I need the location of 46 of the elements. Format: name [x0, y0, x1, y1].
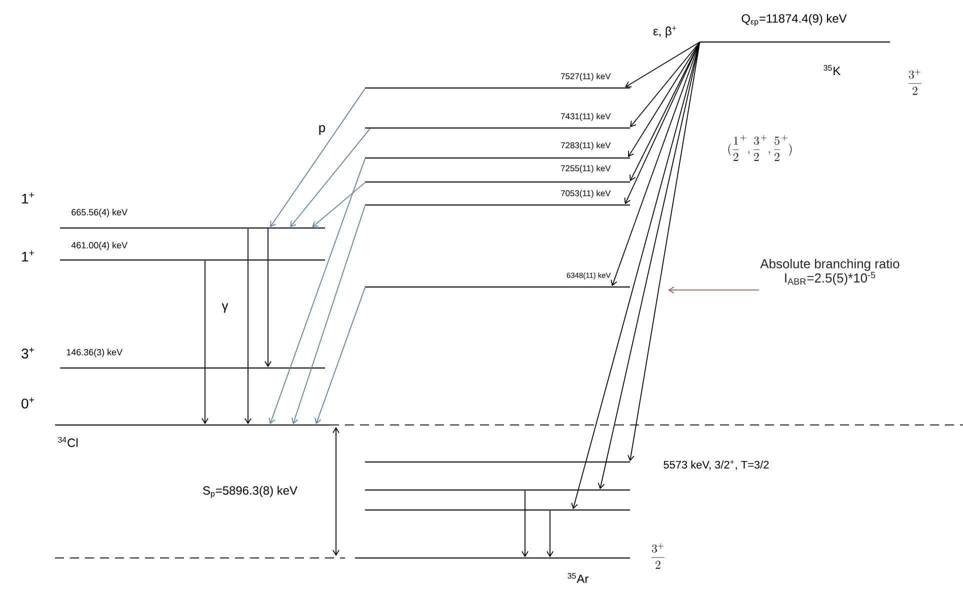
- level-energy-label: 665.56(4) keV: [72, 208, 128, 218]
- arrow: [628, 42, 700, 462]
- arrow: [314, 287, 366, 424]
- level-energy-label: 146.36(3) keV: [66, 348, 122, 358]
- arrow: [546, 510, 554, 558]
- arrow: [268, 158, 366, 424]
- arrow: [571, 42, 700, 510]
- arrow: [630, 42, 700, 182]
- arrow: [630, 42, 700, 128]
- level-energy-label: 7283(11) keV: [561, 142, 611, 150]
- nucleus-label: $^{34}$Cl: [58, 436, 78, 447]
- arrow: [292, 205, 366, 424]
- level-energy-label: 7255(11) keV: [561, 165, 611, 173]
- level-energy-label: Q$_{εp}$=11874.4(9) keV: [742, 14, 847, 26]
- arrow: [264, 228, 272, 368]
- arrow: [244, 228, 252, 424]
- arrow: [270, 88, 366, 228]
- spin-label: $\frac{3^{+}}{2}$: [908, 69, 922, 95]
- arrow: [628, 42, 700, 158]
- annotation-text: Absolute branching ratio I$_{ABR}$=2.5(5)*10$^{-5}$: [760, 258, 900, 286]
- level-energy-label: 7431(11) keV: [561, 113, 611, 121]
- decay-mode-label: ε, β$^{+}$: [653, 26, 676, 38]
- spin-label: 0$^{+}$: [22, 398, 34, 408]
- spin-label: 1$^{+}$: [22, 250, 34, 262]
- particle-label: p: [319, 125, 326, 135]
- arrow: [312, 182, 366, 228]
- nucleus-label: $^{35}$K: [824, 65, 841, 75]
- arrow: [202, 260, 208, 424]
- level-energy-label: 461.00(4) keV: [71, 242, 128, 250]
- spin-label: 3$^{+}$: [22, 348, 34, 358]
- spin-label: $\frac{3^{+}}{2}$: [652, 543, 664, 569]
- spin-label: 1$^{+}$: [22, 192, 34, 204]
- arrow: [668, 286, 760, 294]
- spin-label: $(\frac{1}{2}^{+},\frac{3}{2}^{+},\frac{5}{2}^{+})$: [728, 135, 792, 161]
- arrow: [522, 490, 528, 558]
- arrow: [290, 128, 370, 228]
- threshold-label: S$_{p}$=5896.3(8) keV: [203, 486, 298, 498]
- arrow: [598, 42, 700, 490]
- arrow: [624, 42, 700, 204]
- arrow: [610, 42, 700, 286]
- level-energy-label: 7053(11) keV: [561, 190, 611, 198]
- level-energy-label: 5573 keV, 3/2$^{+}$, T=3/2: [664, 460, 769, 470]
- nucleus-label: $^{35}$Ar: [568, 573, 588, 583]
- level-energy-label: 7527(11) keV: [561, 73, 611, 81]
- arrow: [625, 42, 700, 88]
- particle-label: γ: [222, 303, 228, 313]
